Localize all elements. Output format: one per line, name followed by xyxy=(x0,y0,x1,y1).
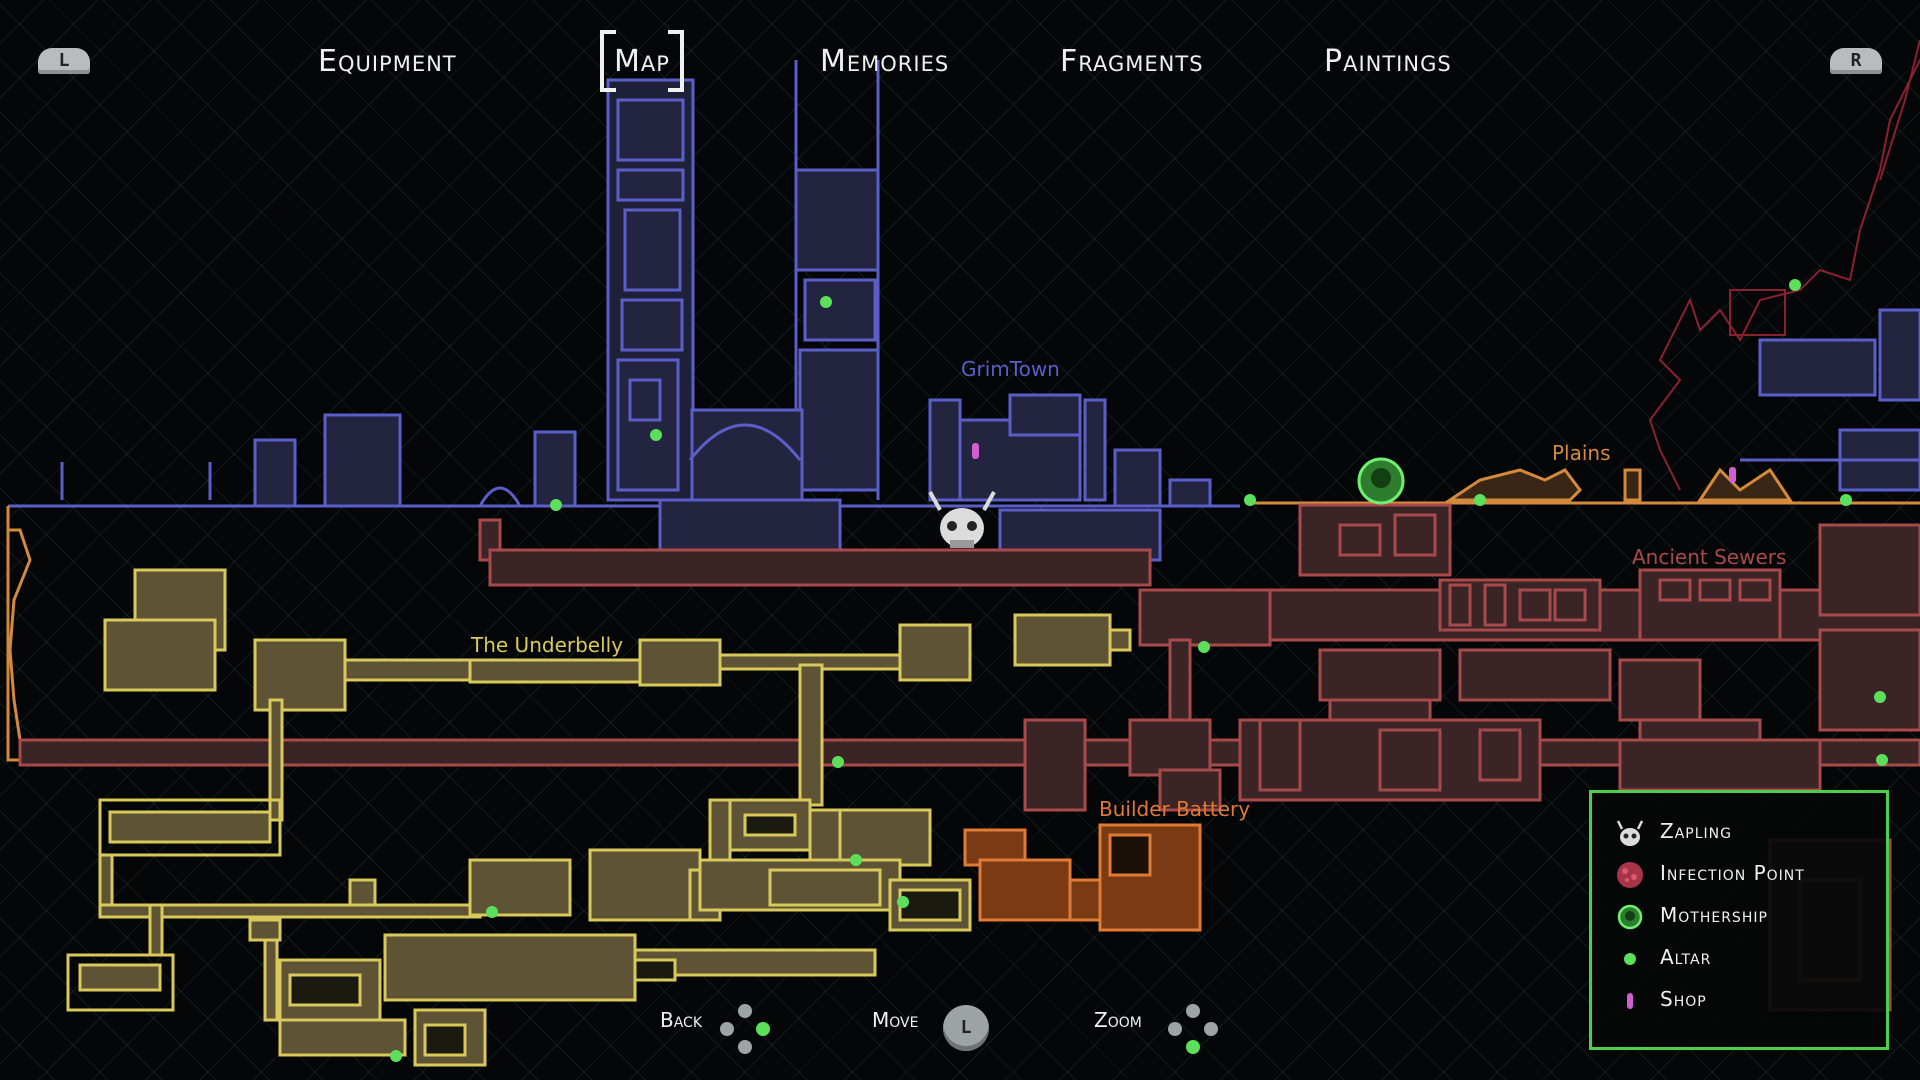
grimtown-region xyxy=(8,60,1920,567)
area-label-underbelly: The Underbelly xyxy=(471,633,624,657)
altar-icon[interactable] xyxy=(850,854,862,866)
shop-icon xyxy=(1627,993,1633,1009)
altar-icon[interactable] xyxy=(1198,641,1210,653)
face-buttons-zoom-icon xyxy=(1166,1002,1220,1056)
left-stick-icon: L xyxy=(943,1005,989,1051)
legend-label: Altar xyxy=(1660,945,1712,969)
legend-row-altar: Altar xyxy=(1592,939,1882,979)
altar-icon[interactable] xyxy=(1789,279,1801,291)
sewers-region xyxy=(6,503,1920,1012)
altar-icon[interactable] xyxy=(1474,494,1486,506)
legend-label: Zapling xyxy=(1660,819,1732,843)
plains-region xyxy=(1250,467,1920,505)
builder-battery-region xyxy=(963,823,1202,932)
map-legend: Zapling Infection Point Mothership Altar… xyxy=(1589,790,1889,1050)
area-label-grimtown: GrimTown xyxy=(961,357,1060,381)
area-label-plains: Plains xyxy=(1552,441,1611,465)
altar-icon[interactable] xyxy=(550,499,562,511)
menu-tab-bar: L Equipment Map Memories Fragments Paint… xyxy=(0,0,1920,110)
infection-region xyxy=(1648,39,1920,491)
face-buttons-back-icon xyxy=(718,1002,772,1056)
altar-icon[interactable] xyxy=(832,756,844,768)
tab-paintings[interactable]: Paintings xyxy=(1324,44,1452,79)
altar-icon[interactable] xyxy=(1874,691,1886,703)
zapling-icon xyxy=(1616,820,1644,846)
area-label-ancient-sewers: Ancient Sewers xyxy=(1632,545,1787,569)
underbelly-region xyxy=(66,568,1132,1067)
hint-move-label: Move xyxy=(872,1008,919,1032)
legend-row-zapling: Zapling xyxy=(1592,813,1882,853)
tab-fragments[interactable]: Fragments xyxy=(1060,44,1204,79)
shop-icon[interactable] xyxy=(1729,467,1736,483)
altar-icon[interactable] xyxy=(390,1050,402,1062)
mothership-icon xyxy=(1617,904,1643,930)
legend-label: Shop xyxy=(1660,987,1707,1011)
shop-markers xyxy=(972,443,1736,483)
legend-row-mothership: Mothership xyxy=(1592,897,1882,937)
altar-icon[interactable] xyxy=(820,296,832,308)
altar-icon[interactable] xyxy=(650,429,662,441)
altar-icon[interactable] xyxy=(1876,754,1888,766)
hint-back-label: Back xyxy=(660,1008,703,1032)
shop-icon[interactable] xyxy=(972,443,979,459)
mothership-marker[interactable] xyxy=(1357,457,1405,505)
left-shoulder-button[interactable]: L xyxy=(38,48,90,74)
tab-equipment[interactable]: Equipment xyxy=(318,44,457,79)
infection-point-icon xyxy=(1617,862,1643,888)
altar-icon[interactable] xyxy=(486,906,498,918)
legend-row-infection-point: Infection Point xyxy=(1592,855,1882,895)
altar-icon xyxy=(1624,953,1636,965)
legend-label: Infection Point xyxy=(1660,861,1805,885)
altar-icon[interactable] xyxy=(1244,494,1256,506)
altar-markers xyxy=(390,279,1888,1062)
legend-row-shop: Shop xyxy=(1592,981,1882,1021)
zapling-player-icon xyxy=(928,491,996,548)
legend-label: Mothership xyxy=(1660,903,1768,927)
hint-zoom-label: Zoom xyxy=(1094,1008,1142,1032)
tab-memories[interactable]: Memories xyxy=(820,44,950,79)
right-shoulder-button[interactable]: R xyxy=(1830,48,1882,74)
tab-map[interactable]: Map xyxy=(600,30,684,92)
altar-icon[interactable] xyxy=(897,896,909,908)
area-label-builder-battery: Builder Battery xyxy=(1099,797,1251,821)
altar-icon[interactable] xyxy=(1840,494,1852,506)
